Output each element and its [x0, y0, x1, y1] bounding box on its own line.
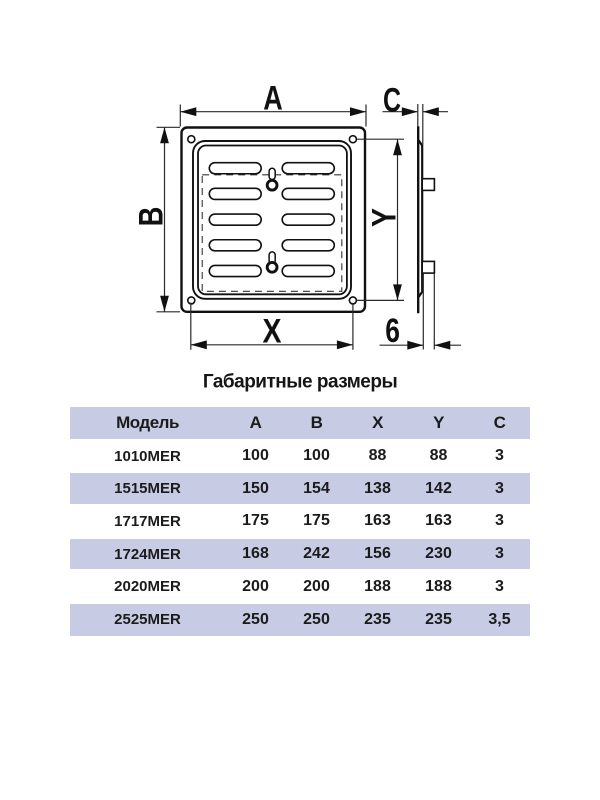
svg-text:A: A: [263, 79, 283, 117]
svg-text:6: 6: [385, 312, 400, 350]
svg-text:Габаритные размеры: Габаритные размеры: [203, 372, 397, 393]
svg-text:B: B: [133, 207, 171, 227]
svg-text:X: X: [263, 313, 282, 351]
svg-text:Y: Y: [366, 208, 404, 227]
svg-text:C: C: [383, 81, 401, 119]
